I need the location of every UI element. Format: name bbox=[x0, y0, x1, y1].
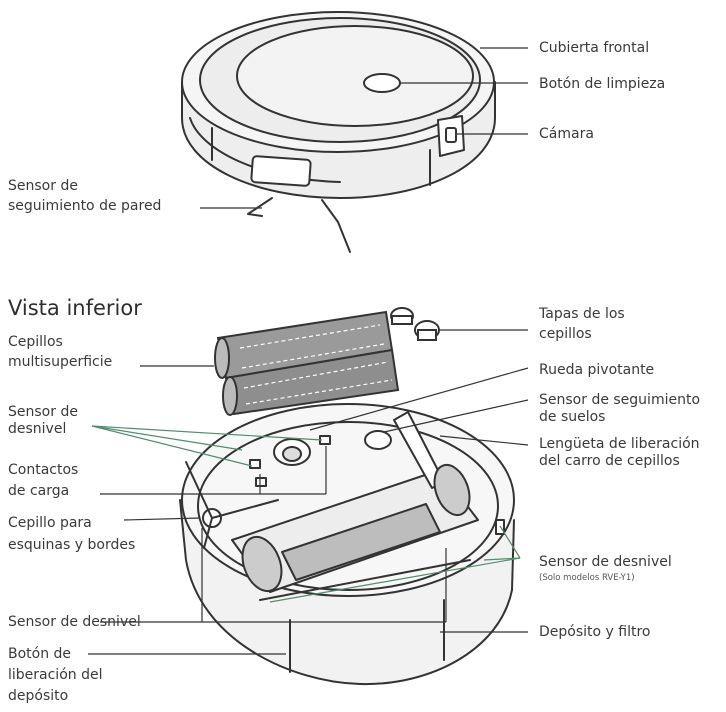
bottom-view-robot bbox=[179, 403, 515, 686]
green-leader-lines bbox=[91, 425, 521, 603]
label-cliff-sensor-1: Sensor de desnivel bbox=[8, 404, 78, 437]
label-brush-caps: Tapas de los cepillos bbox=[539, 306, 625, 342]
label-cliff-sensor-2: Sensor de desnivel bbox=[539, 554, 672, 570]
label-wall-sensor: Sensor de seguimiento de pared bbox=[8, 178, 162, 214]
top-view-robot bbox=[181, 11, 496, 253]
label-charging-contacts: Contactos de carga bbox=[8, 462, 79, 499]
label-camera: Cámara bbox=[539, 126, 594, 142]
label-clean-button: Botón de limpieza bbox=[539, 76, 666, 92]
label-multisurface-brushes: Cepillos multisuperficie bbox=[8, 334, 113, 370]
label-floor-tracking-sensor: Sensor de seguimiento de suelos bbox=[539, 392, 701, 425]
label-cliff-sensor-2-note: (Solo modelos RVE-Y1) bbox=[539, 573, 635, 583]
label-brush-frame-release-tab: Lengüeta de liberación del carro de cepi… bbox=[539, 436, 700, 469]
label-edge-brush: Cepillo para esquinas y bordes bbox=[8, 515, 136, 553]
bottom-view-heading: Vista inferior bbox=[8, 296, 142, 320]
label-cliff-sensor-3: Sensor de desnivel bbox=[8, 614, 141, 630]
multisurface-brushes bbox=[214, 310, 400, 416]
label-bin-and-filter: Depósito y filtro bbox=[539, 624, 651, 640]
bottom-leader-lines bbox=[88, 329, 529, 655]
label-bin-release-button: Botón de liberación del depósito bbox=[8, 646, 103, 704]
label-front-cover: Cubierta frontal bbox=[539, 40, 650, 56]
brush-caps bbox=[390, 307, 440, 341]
label-caster-wheel: Rueda pivotante bbox=[539, 362, 655, 378]
top-leader-lines bbox=[200, 47, 528, 209]
